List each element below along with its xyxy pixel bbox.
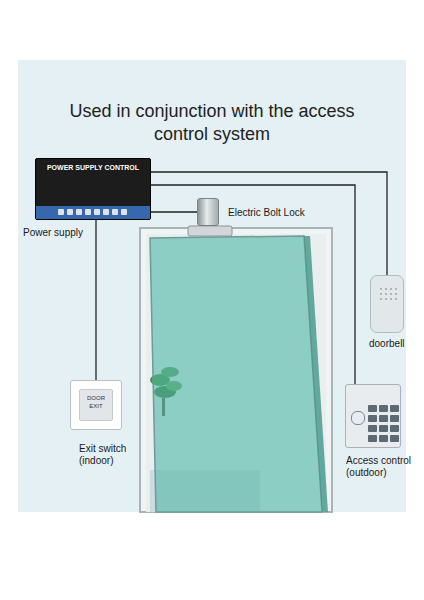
power-supply-box: POWER SUPPLY CONTROLPower supply: [35, 158, 151, 220]
terminal-screw: [121, 209, 127, 215]
terminal-screw: [76, 209, 82, 215]
wire: [151, 185, 355, 384]
keypad-key: [368, 435, 377, 442]
speaker-hole: [390, 288, 392, 290]
door-frame: [140, 228, 332, 512]
keypad-key: [368, 405, 377, 412]
keypad-key: [368, 425, 377, 432]
card-reader: [351, 411, 365, 425]
wire: [151, 211, 197, 212]
keypad-key: [390, 415, 399, 422]
keypad-key: [390, 425, 399, 432]
terminal-screw: [94, 209, 100, 215]
glass-edge: [304, 236, 328, 512]
speaker-hole: [380, 293, 382, 295]
access-keypad: Access control (outdoor): [345, 384, 401, 448]
device-label: Electric Bolt Lock: [228, 207, 305, 219]
terminal-screw: [103, 209, 109, 215]
keypad-key: [379, 425, 388, 432]
speaker-hole: [390, 293, 392, 295]
device-label: Exit switch (indoor): [79, 443, 149, 467]
terminal-screw: [67, 209, 73, 215]
glass-door: [150, 236, 322, 512]
terminal-screw: [112, 209, 118, 215]
wire: [151, 172, 387, 275]
speaker-hole: [395, 293, 397, 295]
device-text: POWER SUPPLY CONTROL: [36, 159, 150, 171]
keypad-key: [379, 405, 388, 412]
lock-bracket: [188, 226, 232, 236]
speaker-hole: [385, 298, 387, 300]
bolt-lock: Electric Bolt Lock: [197, 198, 219, 226]
terminal-screw: [58, 209, 64, 215]
speaker-hole: [395, 288, 397, 290]
speaker-hole: [380, 298, 382, 300]
room-wall: [146, 234, 326, 512]
speaker-hole: [390, 298, 392, 300]
speaker-hole: [385, 293, 387, 295]
terminal-screw: [85, 209, 91, 215]
switch-text: DOOR EXIT: [86, 394, 106, 410]
wire: [95, 220, 96, 380]
background-panel: [18, 60, 406, 512]
diagram-title: Used in conjunction with the access cont…: [62, 100, 362, 146]
keypad-key: [368, 415, 377, 422]
device-label: doorbell: [369, 338, 405, 350]
speaker-hole: [395, 298, 397, 300]
device-label: Access control (outdoor): [346, 455, 418, 479]
keypad-key: [379, 415, 388, 422]
speaker-hole: [380, 288, 382, 290]
doorbell-unit: doorbell: [370, 275, 404, 333]
keypad-key: [390, 405, 399, 412]
keypad-key: [379, 435, 388, 442]
speaker-hole: [385, 288, 387, 290]
keypad-key: [390, 435, 399, 442]
terminal-strip: [36, 206, 150, 219]
device-label: Power supply: [23, 227, 83, 239]
exit-switch: DOOR EXITExit switch (indoor): [70, 380, 122, 430]
